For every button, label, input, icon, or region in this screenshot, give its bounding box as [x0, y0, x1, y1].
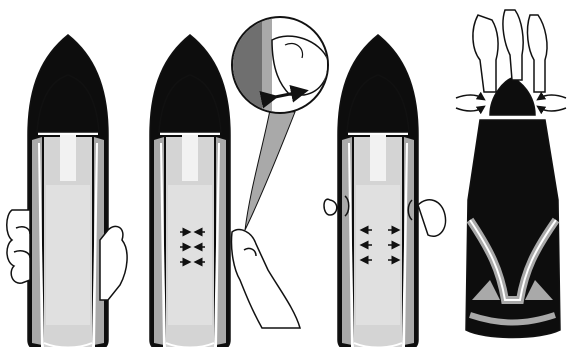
twist-arrows-icon	[455, 91, 567, 115]
panel-2-bottle	[148, 33, 232, 347]
panel-4-bottle	[465, 77, 561, 339]
panel-3-bottle	[336, 33, 420, 347]
magnifier-pointer	[244, 109, 296, 231]
double-arrow-icon	[259, 84, 309, 109]
inward-arrows	[180, 227, 205, 267]
thumbs-icon	[323, 195, 447, 237]
right-hand-icon	[230, 228, 301, 329]
pulling-hands-icon	[472, 9, 548, 93]
magnifier-detail	[231, 16, 329, 114]
squeeze-arrows	[359, 225, 401, 265]
left-hand-icon	[6, 209, 128, 301]
panel-1-bottle	[26, 33, 110, 347]
